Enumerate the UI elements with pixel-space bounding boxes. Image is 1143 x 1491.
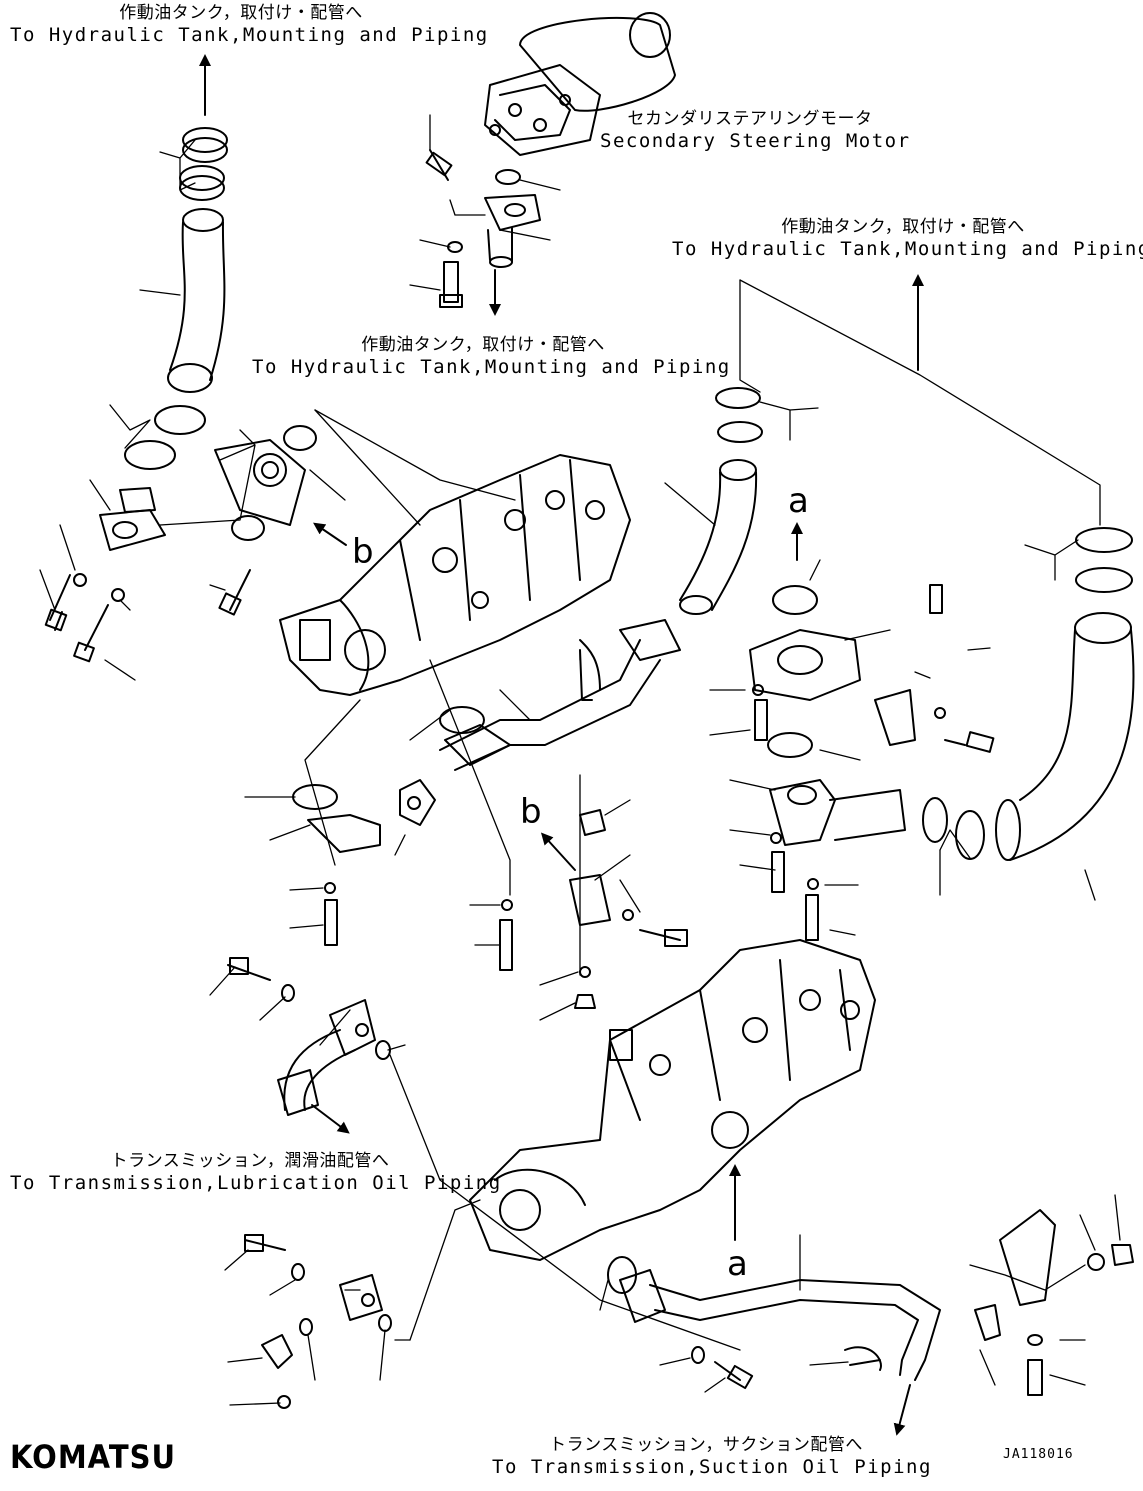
- label-transmission-lube-jp: トランスミッション，潤滑油配管へ: [110, 1151, 390, 1171]
- upper-left-hose-assembly: [44, 127, 317, 663]
- label-tank-right: 作動油タンク，取付け・配管へ To Hydraulic Tank,Mountin…: [672, 216, 1143, 260]
- main-pump-lower: [469, 939, 876, 1261]
- komatsu-logo: KOMATSU: [10, 1438, 177, 1476]
- label-tank-right-en: To Hydraulic Tank,Mounting and Piping: [672, 238, 1143, 260]
- label-secondary-motor-jp: セカンダリステアリングモータ: [627, 109, 873, 129]
- label-transmission-suction-jp: トランスミッション，サクション配管へ: [549, 1435, 863, 1455]
- label-tank-top-left-jp: 作動油タンク，取付け・配管へ: [119, 3, 363, 23]
- leader-lines: [39, 114, 1121, 1406]
- label-tank-center-en: To Hydraulic Tank,Mounting and Piping: [252, 356, 731, 378]
- center-flange-tube: [425, 149, 541, 308]
- secondary-steering-motor: [484, 12, 676, 156]
- marker-b-upper: b: [352, 532, 374, 572]
- label-transmission-suction-en: To Transmission,Suction Oil Piping: [492, 1456, 932, 1478]
- lower-left-fittings: [227, 957, 392, 1409]
- marker-a-upper: a: [788, 481, 809, 521]
- label-secondary-motor: セカンダリステアリングモータ Secondary Steering Motor: [600, 108, 909, 152]
- marker-a-lower: a: [727, 1244, 748, 1284]
- label-tank-top-left: 作動油タンク，取付け・配管へ To Hydraulic Tank,Mountin…: [10, 2, 487, 46]
- label-transmission-suction: トランスミッション，サクション配管へ To Transmission,Sucti…: [492, 1434, 930, 1478]
- label-transmission-lube: トランスミッション，潤滑油配管へ To Transmission,Lubrica…: [10, 1150, 500, 1194]
- drawing-code: JA118016: [1003, 1447, 1074, 1462]
- label-transmission-lube-en: To Transmission,Lubrication Oil Piping: [10, 1172, 502, 1194]
- main-pump-upper: [279, 454, 631, 696]
- label-tank-center: 作動油タンク，取付け・配管へ To Hydraulic Tank,Mountin…: [252, 334, 729, 378]
- right-hose-assembly: [679, 387, 1135, 941]
- label-secondary-motor-en: Secondary Steering Motor: [600, 130, 911, 152]
- direction-arrows: [199, 54, 924, 1436]
- label-tank-center-jp: 作動油タンク，取付け・配管へ: [361, 335, 605, 355]
- center-pipe-assembly: [292, 619, 688, 1009]
- marker-b-center: b: [520, 792, 542, 832]
- suction-pipe-assembly: [607, 1209, 1134, 1396]
- label-tank-right-jp: 作動油タンク，取付け・配管へ: [781, 217, 1025, 237]
- label-tank-top-left-en: To Hydraulic Tank,Mounting and Piping: [10, 24, 489, 46]
